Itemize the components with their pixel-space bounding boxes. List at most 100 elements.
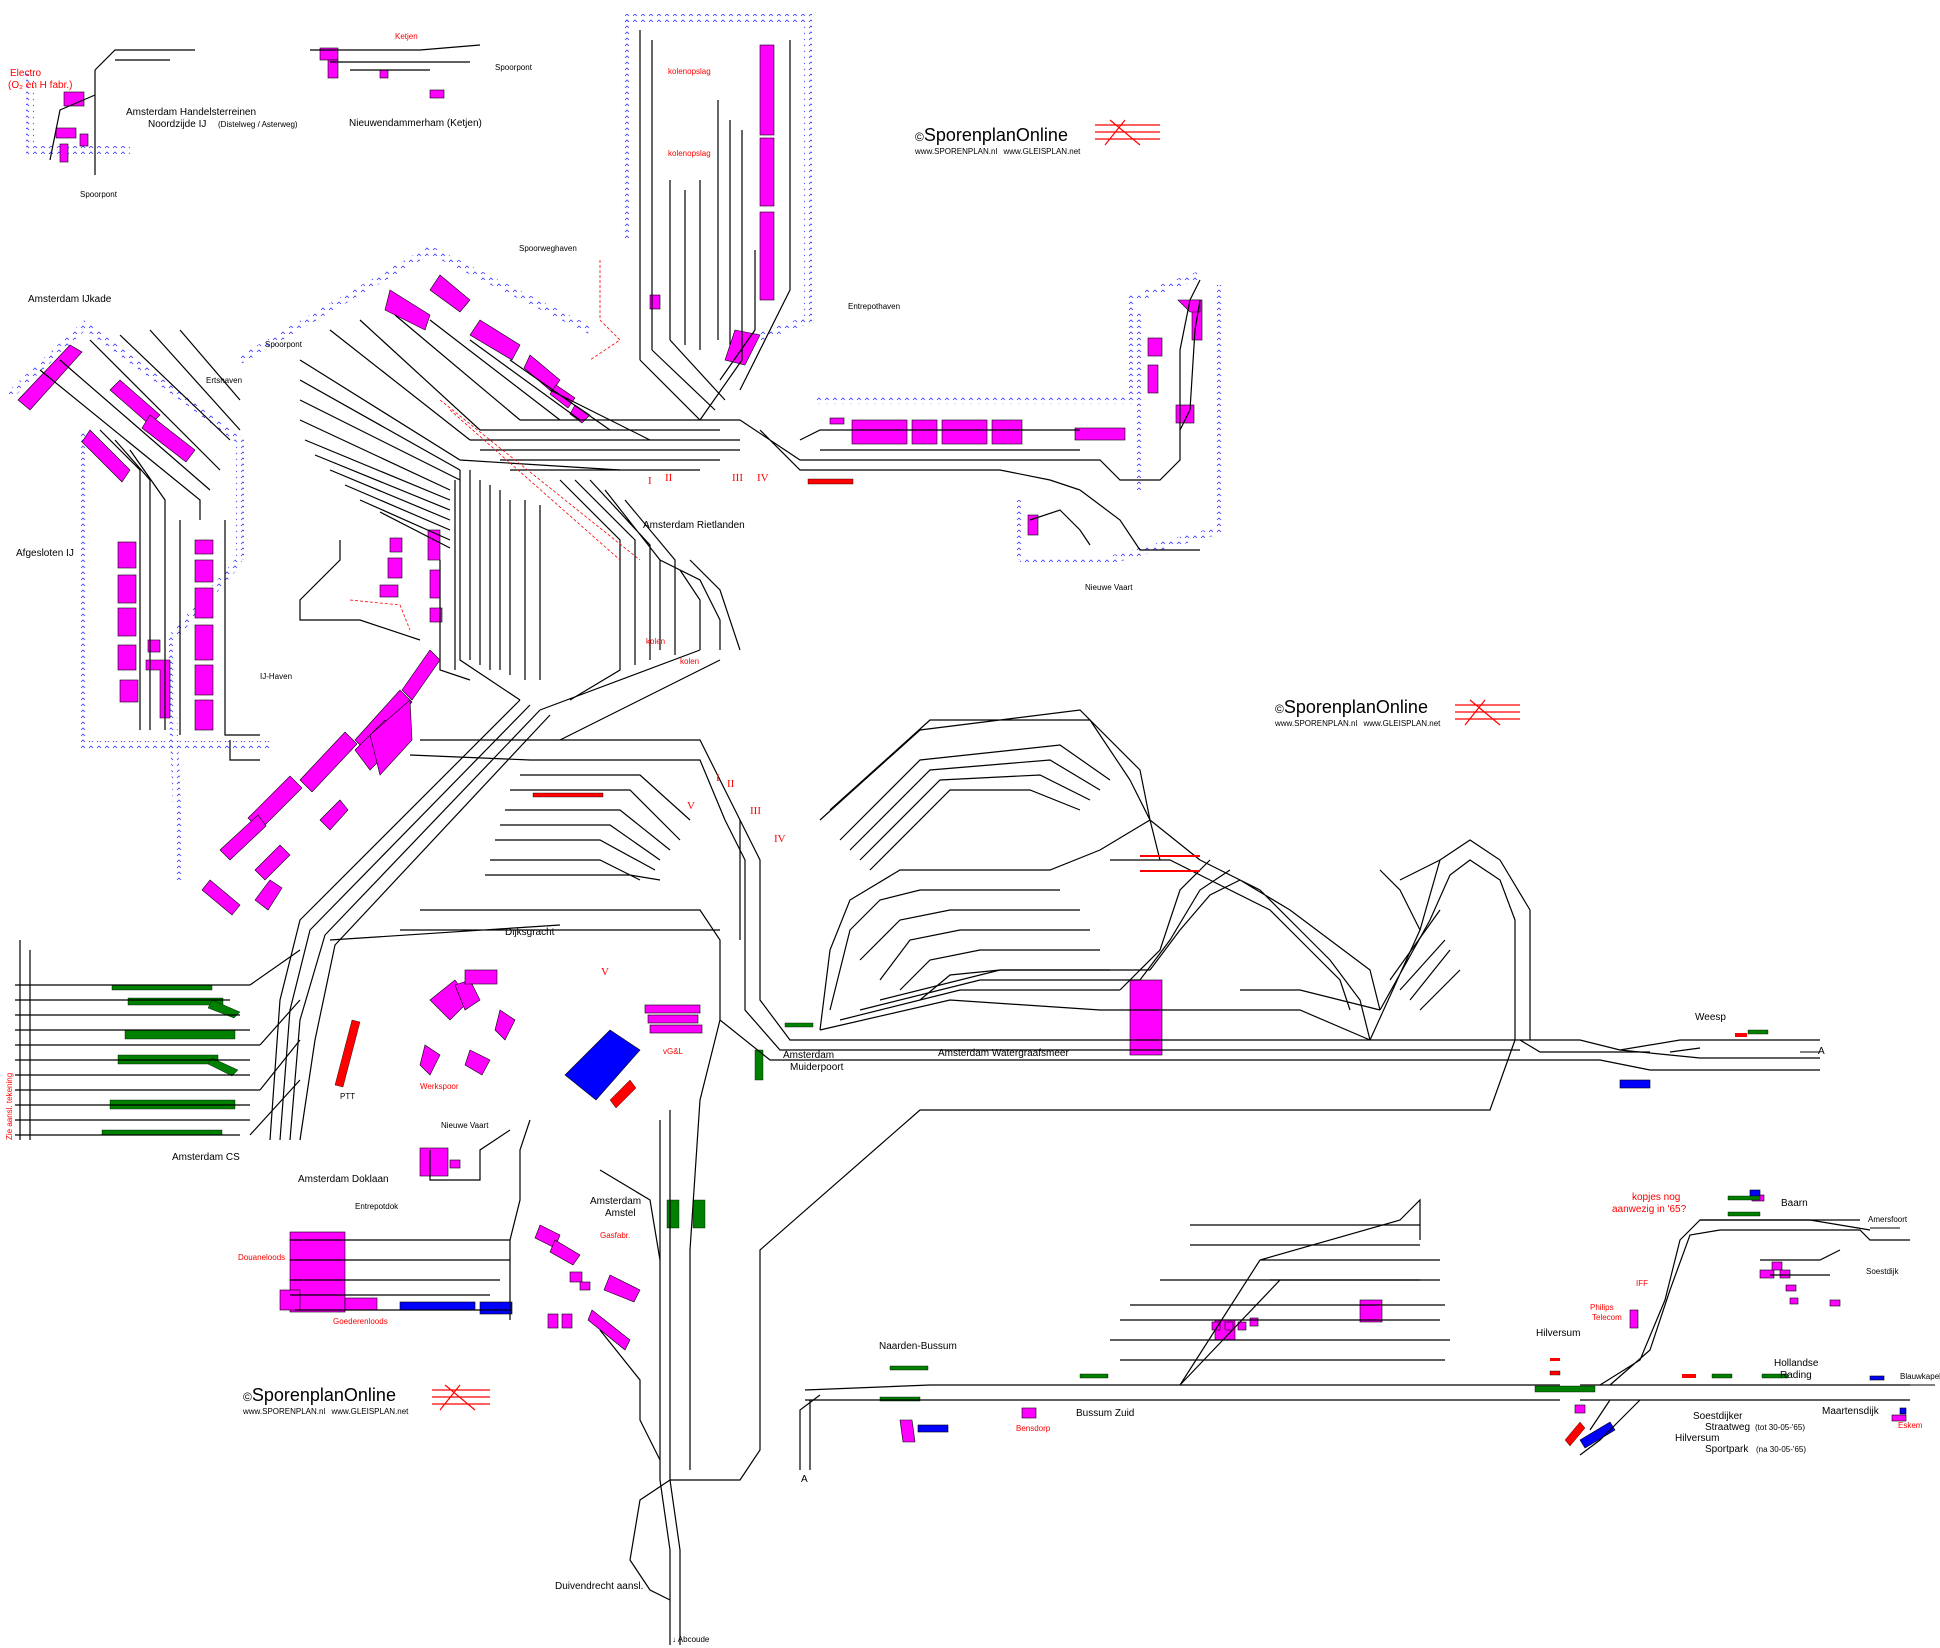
- label-kolenopslag-1: kolenopslag: [668, 67, 711, 76]
- label-soestdijker-4b: (na 30-05-'65): [1756, 1445, 1806, 1454]
- brand-url-1: www.SPORENPLAN.nl: [1275, 719, 1358, 728]
- label-ketjen: Ketjen: [395, 32, 418, 41]
- dashed-lines: [349, 260, 641, 631]
- brand-url-1: www.SPORENPLAN.nl: [915, 147, 998, 156]
- label-nieuwe-vaart-1: Nieuwe Vaart: [1085, 583, 1133, 592]
- label-naarden-bussum: Naarden-Bussum: [879, 1341, 957, 1352]
- label-abcoude: ↓ Abcoude: [672, 1635, 710, 1644]
- label-kolen-1: kolen: [646, 637, 666, 646]
- label-amersfoort: Amersfoort: [1868, 1215, 1908, 1224]
- copyright-mark: ©: [243, 1390, 252, 1404]
- label-ptt: PTT: [340, 1092, 356, 1101]
- label-maartensdijk: Maartensdijk: [1822, 1406, 1879, 1417]
- line-ends: [1800, 1051, 1935, 1386]
- label-roman-3: III: [732, 472, 743, 484]
- label-roman-10: V: [601, 966, 609, 978]
- label-gasfabr: Gasfabr.: [600, 1231, 631, 1240]
- label-soestdijker-4: Sportpark: [1705, 1444, 1749, 1455]
- brand-name: SporenplanOnline: [923, 125, 1068, 145]
- label-soestdijker-3: Hilversum: [1675, 1433, 1720, 1444]
- label-a-2: A: [801, 1474, 808, 1485]
- station-marks: [1140, 855, 1747, 1378]
- label-werkspoor: Werkspoor: [420, 1082, 459, 1091]
- brand-url-2: www.GLEISPLAN.net: [1003, 147, 1081, 156]
- brand-url-1: www.SPORENPLAN.nl: [243, 1407, 326, 1416]
- brand-logo-middle: ©SporenplanOnline www.SPORENPLAN.nl www.…: [1275, 697, 1440, 728]
- label-nieuwe-vaart-2: Nieuwe Vaart: [441, 1121, 489, 1130]
- label-entrepotdok: Entrepotdok: [355, 1202, 399, 1211]
- label-goederenloods: Goederenloods: [333, 1317, 388, 1326]
- label-roman-4: IV: [757, 472, 769, 484]
- label-soestdijker-2b: (tot 30-05-'65): [1755, 1423, 1805, 1432]
- label-weesp: Weesp: [1695, 1012, 1726, 1023]
- label-blauwkapel: Blauwkapel: [1900, 1372, 1940, 1381]
- blue-structures: [399, 1029, 1907, 1449]
- label-noordzijde-sub: (Distelweg / Asterweg): [218, 120, 298, 129]
- label-spoorpont-3: Spoorpont: [265, 340, 302, 349]
- label-baarn: Baarn: [1781, 1198, 1808, 1209]
- copyright-mark: ©: [915, 130, 924, 144]
- label-spoorpont-2: Spoorpont: [495, 63, 532, 72]
- label-hollandse-1: Hollandse: [1774, 1358, 1819, 1369]
- label-amsterdam-cs: Amsterdam CS: [172, 1152, 240, 1163]
- label-electro-sub: (O₂ en H fabr.): [8, 80, 73, 91]
- label-kopjes-2: aanwezig in '65?: [1612, 1204, 1687, 1215]
- label-ij-haven: IJ-Haven: [260, 672, 293, 681]
- label-muiderpoort-1: Amsterdam: [783, 1050, 835, 1061]
- label-nieuwendammerham: Nieuwendammerham (Ketjen): [349, 118, 482, 129]
- tracks: [15, 30, 1910, 1645]
- label-rietlanden: Amsterdam Rietlanden: [643, 520, 745, 531]
- label-spoorpont-1: Spoorpont: [80, 190, 117, 199]
- label-soestdijker-1: Soestdijker: [1693, 1411, 1743, 1422]
- label-soestdijker-2: Straatweg: [1705, 1422, 1751, 1433]
- label-roman-5: I: [716, 772, 720, 784]
- label-bussum-zuid: Bussum Zuid: [1076, 1408, 1135, 1419]
- label-doklaan: Amsterdam Doklaan: [298, 1174, 389, 1185]
- label-roman-8: IV: [774, 833, 786, 845]
- brand-rails: [432, 119, 1520, 1411]
- label-entrepothaven: Entrepothaven: [848, 302, 901, 311]
- copyright-mark: ©: [1275, 702, 1284, 716]
- label-kopjes-1: kopjes nog: [1632, 1192, 1681, 1203]
- red-structures: [334, 478, 1586, 1447]
- label-electro: Electro: [10, 68, 42, 79]
- label-philips-1: Philips: [1590, 1303, 1614, 1312]
- label-amstel-2: Amstel: [605, 1208, 636, 1219]
- brand-logo-bottom: ©SporenplanOnline www.SPORENPLAN.nl www.…: [243, 1385, 408, 1416]
- label-a-1: A: [1818, 1046, 1825, 1057]
- label-roman-6: II: [727, 778, 735, 790]
- label-iff: IFF: [1636, 1279, 1648, 1288]
- label-muiderpoort-2: Muiderpoort: [790, 1062, 844, 1073]
- label-handelsterreinen: Amsterdam Handelsterreinen: [126, 107, 257, 118]
- label-amstel-1: Amsterdam: [590, 1196, 642, 1207]
- label-afgesloten-ij: Afgesloten IJ: [16, 548, 74, 559]
- label-noordzijde: Noordzijde IJ: [148, 119, 207, 130]
- label-spoorweghaven: Spoorweghaven: [519, 244, 577, 253]
- label-dijksgracht: Dijksgracht: [505, 927, 555, 938]
- label-duivendrecht: Duivendrecht aansl.: [555, 1581, 644, 1592]
- water-areas: [7, 14, 1224, 881]
- brand-url-2: www.GLEISPLAN.net: [1363, 719, 1441, 728]
- buildings: [17, 44, 1907, 1443]
- label-roman-1: I: [648, 475, 652, 487]
- label-roman-9: V: [687, 800, 695, 812]
- label-kolen-2: kolen: [680, 657, 700, 666]
- label-kolenopslag-2: kolenopslag: [668, 149, 711, 158]
- label-bensdorp: Bensdorp: [1016, 1424, 1051, 1433]
- label-hollandse-2: Rading: [1780, 1370, 1812, 1381]
- label-roman-2: II: [665, 472, 673, 484]
- label-vgsl: vG&L: [663, 1047, 684, 1056]
- label-roman-7: III: [750, 805, 761, 817]
- label-hilversum: Hilversum: [1536, 1328, 1581, 1339]
- brand-name: SporenplanOnline: [251, 1385, 396, 1405]
- label-philips-2: Telecom: [1592, 1313, 1622, 1322]
- label-douaneloods: Douaneloods: [238, 1253, 286, 1262]
- label-ijkade: Amsterdam IJkade: [28, 294, 112, 305]
- label-eskem: Eskem: [1898, 1421, 1923, 1430]
- label-zie-aansl: Zie aansl. tekening: [5, 1072, 14, 1140]
- label-watergraafsmeer: Amsterdam Watergraafsmeer: [938, 1048, 1069, 1059]
- brand-logo-top: ©SporenplanOnline www.SPORENPLAN.nl www.…: [915, 125, 1080, 156]
- label-soestdijk: Soestdijk: [1866, 1267, 1899, 1276]
- brand-name: SporenplanOnline: [1283, 697, 1428, 717]
